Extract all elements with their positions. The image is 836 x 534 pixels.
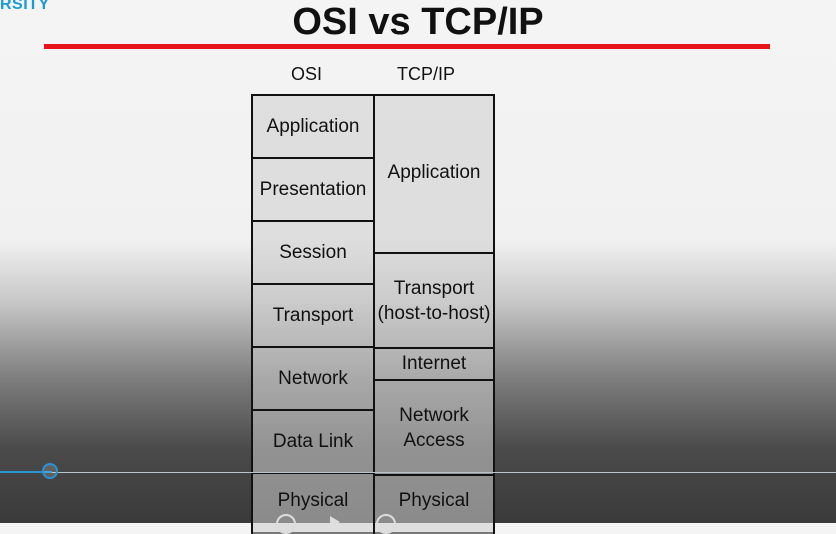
osi-layer-presentation: Presentation: [253, 159, 373, 222]
title-underline: [44, 44, 770, 49]
seek-bar-track[interactable]: [0, 472, 836, 473]
osi-layer-session: Session: [253, 222, 373, 285]
tcpip-layer-transport: Transport (host-to-host): [375, 254, 493, 349]
osi-column-heading: OSI: [291, 64, 323, 84]
play-icon[interactable]: [330, 516, 340, 528]
seek-bar-handle[interactable]: [42, 463, 58, 479]
tcpip-layer-network-access: Network Access: [375, 381, 493, 476]
osi-layer-network: Network: [253, 348, 373, 411]
rewind-icon[interactable]: [276, 514, 296, 534]
tcpip-column-heading: TCP/IP: [397, 64, 456, 84]
osi-stack: Application Presentation Session Transpo…: [251, 94, 375, 534]
osi-layer-data-link: Data Link: [253, 411, 373, 474]
tcpip-layer-internet: Internet: [375, 349, 493, 381]
slide-title: OSI vs TCP/IP: [292, 1, 544, 43]
tcpip-stack: Application Transport (host-to-host) Int…: [373, 94, 495, 534]
forward-icon[interactable]: [376, 514, 396, 534]
osi-layer-application: Application: [253, 96, 373, 159]
osi-layer-transport: Transport: [253, 285, 373, 348]
seek-bar-played: [0, 471, 52, 473]
osi-layer-physical: Physical: [253, 474, 373, 534]
tcpip-layer-application: Application: [375, 96, 493, 254]
brand-logo-text: RSITY: [0, 0, 50, 13]
